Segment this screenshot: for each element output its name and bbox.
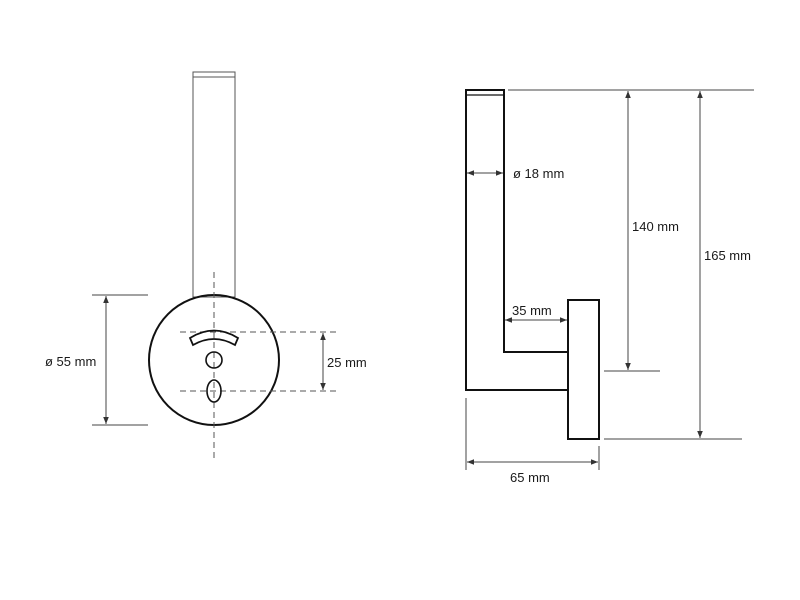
front-lower-hole xyxy=(206,379,222,403)
front-view: ø 55 mm 25 mm xyxy=(45,71,367,460)
side-rod-diameter-label: ø 18 mm xyxy=(513,166,564,181)
side-height-inner-label: 140 mm xyxy=(632,219,679,234)
front-keyhole-slot xyxy=(188,329,240,347)
side-view: ø 18 mm 140 mm 165 mm 35 mm 65 mm xyxy=(465,89,754,485)
side-rod-body xyxy=(465,89,569,391)
side-arm-length-label: 35 mm xyxy=(512,303,552,318)
front-diameter-dimension xyxy=(92,294,148,426)
front-hole-spacing-label: 25 mm xyxy=(327,355,367,370)
side-wall-plate xyxy=(567,299,600,440)
front-diameter-label: ø 55 mm xyxy=(45,354,96,369)
front-rod xyxy=(192,71,236,298)
front-center-hole xyxy=(205,351,223,369)
side-depth-label: 65 mm xyxy=(510,470,550,485)
side-height-total-label: 165 mm xyxy=(704,248,751,263)
